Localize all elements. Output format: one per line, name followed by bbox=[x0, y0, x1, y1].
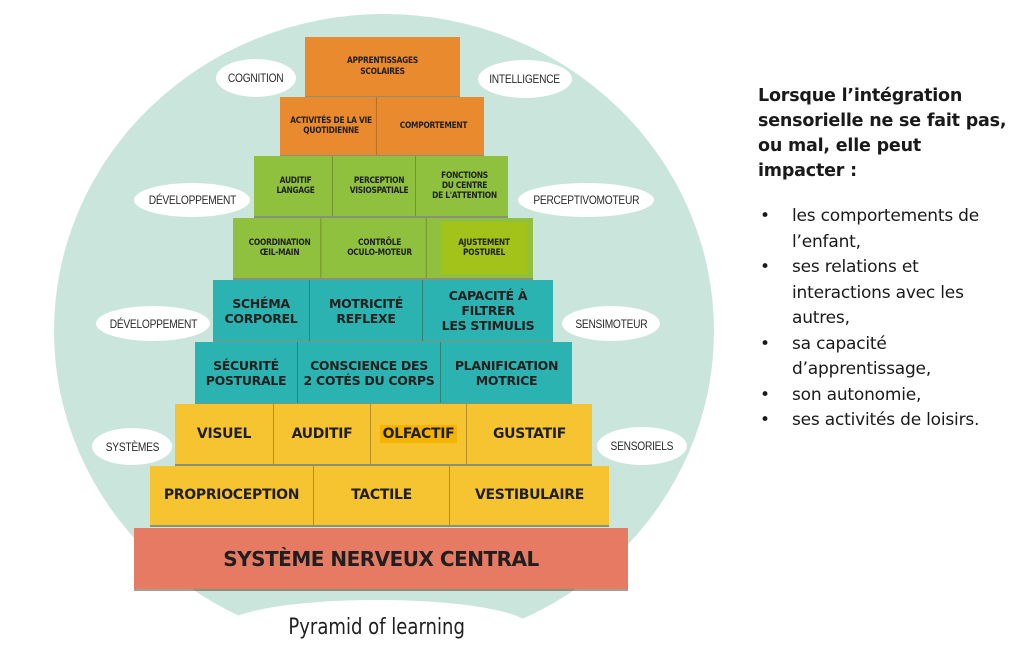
block-ajustement-postural: AJUSTEMENT POSTUREL bbox=[440, 222, 528, 274]
list-item: • ses activités de loisirs. bbox=[758, 408, 1008, 434]
label-developpement-upper: DÉVELOPPEMENT bbox=[134, 183, 250, 217]
pyramid-row-3: AUDITIF LANGAGE PERCEPTION VISIOSPATIALE… bbox=[254, 156, 508, 216]
block-fonctions-centre-attention: FONCTIONS DU CENTRE DE L'ATTENTION bbox=[432, 170, 497, 202]
block-comportement: COMPORTEMENT bbox=[399, 120, 468, 131]
block-visuel: VISUEL bbox=[175, 404, 274, 464]
bullet-icon: • bbox=[760, 257, 770, 277]
olfactif-highlight: OLFACTIF bbox=[379, 424, 458, 444]
block-coordination-oeil-main: COORDINATION ŒIL-MAIN bbox=[239, 218, 322, 278]
label-intelligence: INTELLIGENCE bbox=[478, 60, 572, 98]
bullet-icon: • bbox=[760, 410, 770, 430]
pyramid-row-8: PROPRIOCEPTION TACTILE VESTIBULAIRE bbox=[150, 466, 609, 525]
pyramid-row-1: APPRENTISSAGES SCOLAIRES bbox=[305, 37, 460, 96]
pyramid-row-9: SYSTÈME NERVEUX CENTRAL bbox=[134, 528, 628, 589]
list-item: • ses relations et interactions avec les … bbox=[758, 255, 1008, 332]
list-item: • son autonomie, bbox=[758, 383, 1008, 409]
block-vestibulaire: VESTIBULAIRE bbox=[475, 487, 584, 504]
list-item-text: sa capacité d’apprentissage, bbox=[792, 333, 932, 380]
bullet-icon: • bbox=[760, 206, 770, 226]
bullet-icon: • bbox=[760, 384, 770, 405]
block-conscience-2-cotes: CONSCIENCE DES 2 COTÉS DU CORPS bbox=[298, 342, 441, 403]
block-auditif: AUDITIF bbox=[274, 404, 371, 464]
block-planification-motrice: PLANIFICATION MOTRICE bbox=[454, 357, 559, 388]
label-sensoriels: SENSORIELS bbox=[597, 427, 687, 465]
block-schema-corporel: SCHÉMA CORPOREL bbox=[213, 280, 310, 341]
list-item: • sa capacité d’apprentissage, bbox=[758, 332, 1008, 383]
impact-list: • les comportements de l’enfant, • ses rel… bbox=[758, 204, 1008, 434]
pyramid-row-7: VISUEL AUDITIF OLFACTIF GUSTATIF bbox=[175, 404, 592, 464]
block-securite-posturale: SÉCURITÉ POSTURALE bbox=[195, 342, 298, 403]
block-apprentissages-scolaires: APPRENTISSAGES SCOLAIRES bbox=[347, 56, 418, 77]
pyramid-row-6: SÉCURITÉ POSTURALE CONSCIENCE DES 2 COTÉ… bbox=[195, 342, 572, 403]
pyramid-title: Pyramid of learning bbox=[224, 600, 530, 654]
block-proprioception: PROPRIOCEPTION bbox=[150, 466, 314, 525]
impact-text-panel: Lorsque l’intégration sensorielle ne se … bbox=[758, 84, 1008, 434]
block-olfactif: OLFACTIF bbox=[371, 404, 467, 464]
impact-heading: Lorsque l’intégration sensorielle ne se … bbox=[758, 86, 1007, 181]
pyramid-title-text: Pyramid of learning bbox=[288, 614, 466, 640]
block-tactile: TACTILE bbox=[314, 466, 450, 525]
bullet-icon: • bbox=[760, 333, 770, 354]
block-controle-oculo-moteur: CONTRÔLE OCULO-MOTEUR bbox=[333, 218, 427, 278]
block-motricite-reflexe: MOTRICITÉ REFLEXE bbox=[310, 280, 423, 341]
list-item-text: ses activités de loisirs. bbox=[792, 410, 980, 430]
label-developpement-lower: DÉVELOPPEMENT bbox=[96, 306, 210, 341]
pyramid-row-2: ACTIVITÉS DE LA VIE QUOTIDIENNE COMPORTE… bbox=[280, 97, 484, 155]
list-item: • les comportements de l’enfant, bbox=[758, 204, 1008, 255]
list-item-text: les comportements de l’enfant, bbox=[792, 206, 980, 252]
list-item-text: son autonomie, bbox=[792, 384, 922, 405]
block-activites-vie-quotidienne: ACTIVITÉS DE LA VIE QUOTIDIENNE bbox=[286, 97, 377, 155]
list-item-text: ses relations et interactions avec les a… bbox=[792, 257, 964, 328]
label-perceptivomoteur: PERCEPTIVOMOTEUR bbox=[518, 183, 654, 217]
block-gustatif: GUSTATIF bbox=[492, 425, 567, 442]
label-systemes: SYSTÈMES bbox=[92, 428, 172, 465]
pyramid-row-5: SCHÉMA CORPOREL MOTRICITÉ REFLEXE CAPACI… bbox=[213, 280, 553, 341]
pyramid-row-4: COORDINATION ŒIL-MAIN CONTRÔLE OCULO-MOT… bbox=[233, 218, 533, 278]
block-perception-visiospatiale: PERCEPTION VISIOSPATIALE bbox=[343, 156, 417, 216]
label-sensimoteur: SENSIMOTEUR bbox=[562, 306, 660, 341]
block-capacite-filtrer-stimulis: CAPACITÉ À FILTRER LES STIMULIS bbox=[441, 288, 535, 333]
label-cognition: COGNITION bbox=[216, 59, 296, 97]
block-auditif-langage: AUDITIF LANGAGE bbox=[259, 156, 333, 216]
block-systeme-nerveux-central: SYSTÈME NERVEUX CENTRAL bbox=[223, 546, 539, 571]
